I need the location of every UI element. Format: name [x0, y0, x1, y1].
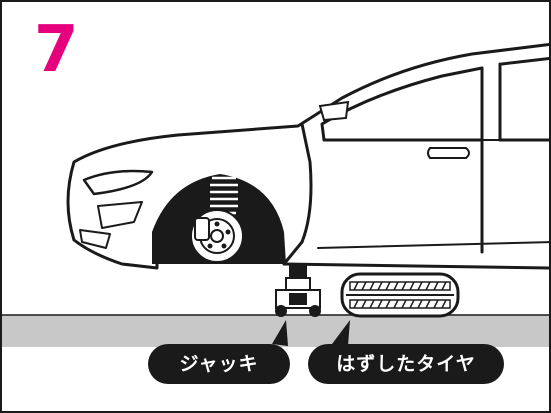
tire-label-pointer — [332, 320, 350, 346]
jack-label: ジャッキ — [148, 344, 290, 384]
floor-jack-icon — [275, 263, 321, 317]
jack-label-pointer — [272, 320, 288, 346]
step-number: 7 — [34, 13, 79, 87]
car-body — [66, 42, 549, 270]
brake-disc-hub-icon — [190, 209, 244, 263]
door-handle-icon — [427, 147, 470, 159]
side-mirror-icon — [318, 100, 350, 122]
removed-tire-icon — [340, 272, 460, 318]
spring-icon — [210, 176, 238, 215]
removed-tire-label: はずしたタイヤ — [308, 344, 504, 384]
